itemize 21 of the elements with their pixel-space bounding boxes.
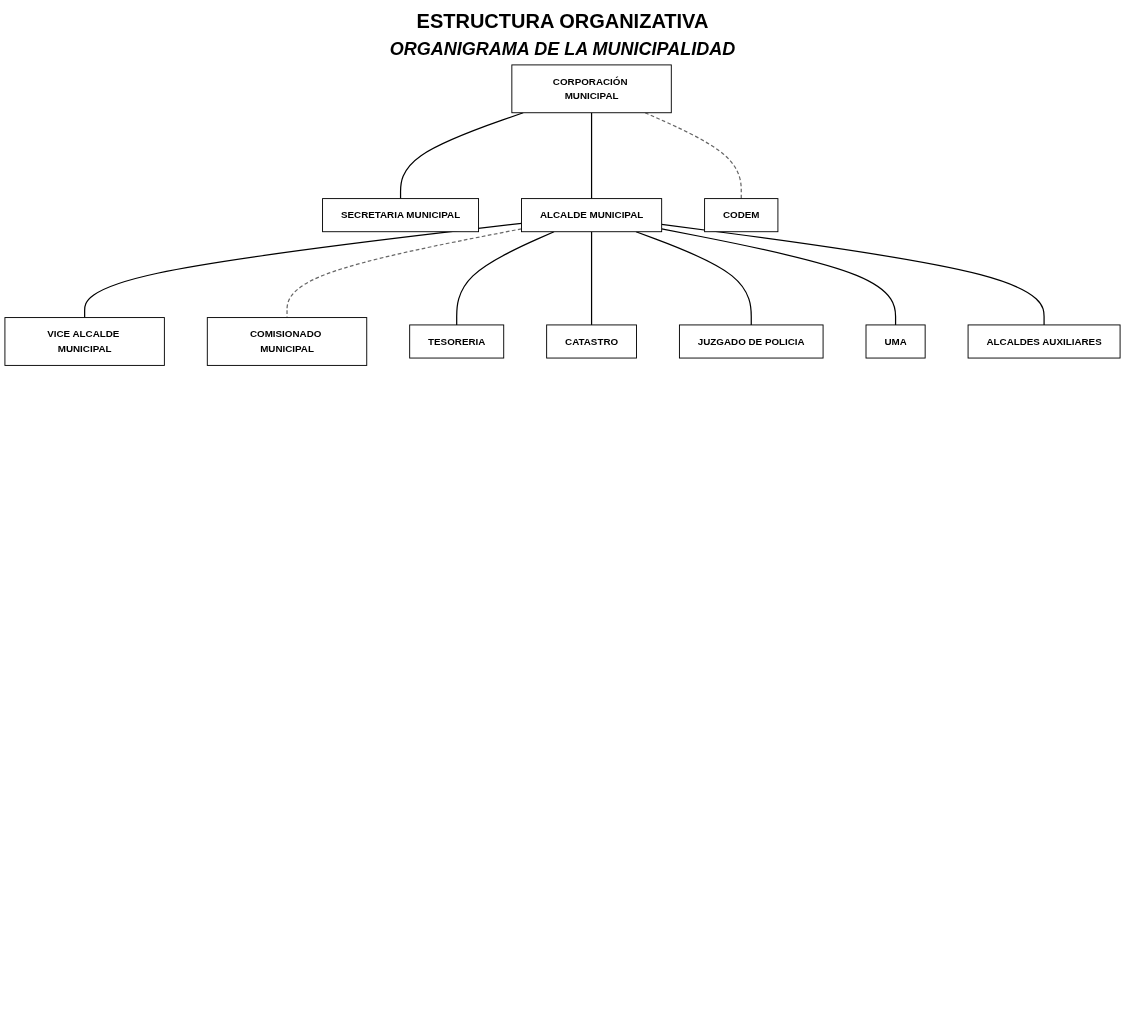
- connector: [661, 223, 1045, 326]
- node-box: VICE ALCALDE MUNICIPAL: [4, 317, 165, 366]
- node-box: CODEM: [704, 198, 779, 233]
- connector: [661, 228, 897, 326]
- node-box: JUZGADO DE POLICIA: [678, 324, 824, 359]
- connector: [590, 231, 593, 326]
- node-box: TESORERIA: [409, 324, 505, 359]
- connector: [590, 112, 593, 200]
- subtitle: ORGANIGRAMA DE LA MUNICIPALIDAD: [388, 39, 737, 60]
- node-box: ALCALDE MUNICIPAL: [521, 198, 663, 233]
- title: ESTRUCTURA ORGANIZATIVA: [415, 10, 710, 33]
- node-box: UMA: [865, 324, 926, 359]
- connector: [399, 112, 524, 200]
- connector: [84, 222, 523, 319]
- connector: [635, 231, 752, 326]
- node-box: CORPORACIÓN MUNICIPAL: [511, 64, 672, 114]
- node-box: COMISIONADO MUNICIPAL: [206, 317, 368, 366]
- node-box: ALCALDES AUXILIARES: [967, 324, 1121, 359]
- node-box: CATASTRO: [546, 324, 637, 359]
- connector: [456, 231, 555, 326]
- node-box: SECRETARIA MUNICIPAL: [322, 198, 479, 233]
